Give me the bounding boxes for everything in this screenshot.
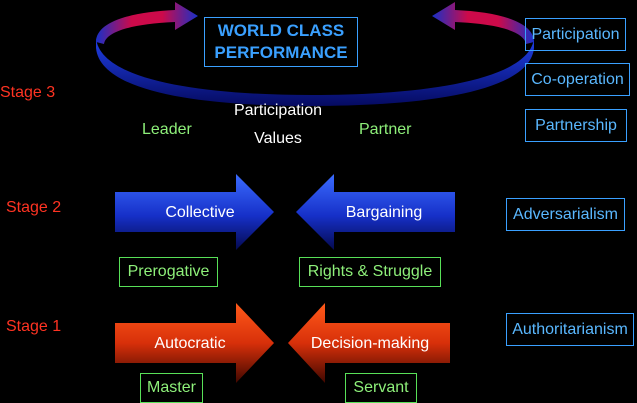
adversarialism-box: Adversarialism [506,198,625,231]
autocratic-label: Autocratic [154,335,226,352]
values-label: Values [254,130,302,147]
bargaining-label: Bargaining [345,204,423,221]
cycle-ring-bottom [96,38,534,106]
autocratic-arrow [115,303,274,383]
title-line-2: PERFORMANCE [214,43,348,62]
title-box: WORLD CLASS PERFORMANCE [204,17,358,67]
collective-label: Collective [165,204,235,221]
participation-box: Participation [525,18,626,51]
bargaining-arrow [296,174,455,250]
servant-box: Servant [345,373,417,403]
prerogative-box: Prerogative [119,257,218,287]
cycle-arrow-left [96,2,198,44]
leader-label: Leader [142,121,192,138]
master-box: Master [140,373,203,403]
cooperation-box: Co-operation [525,63,630,96]
decision-making-label: Decision-making [310,335,430,352]
partner-label: Partner [359,121,412,138]
stage-3-label: Stage 3 [0,84,56,101]
stage-2-label: Stage 2 [6,199,62,216]
stage-1-label: Stage 1 [6,318,62,335]
authoritarianism-box: Authoritarianism [506,313,634,346]
decision-making-arrow [288,303,450,383]
rights-struggle-box: Rights & Struggle [299,257,441,287]
title-line-1: WORLD CLASS [217,21,345,40]
collective-arrow [115,174,274,250]
cycle-arrow-right [432,2,534,44]
participation-label: Participation [233,102,323,119]
partnership-box: Partnership [525,109,627,142]
